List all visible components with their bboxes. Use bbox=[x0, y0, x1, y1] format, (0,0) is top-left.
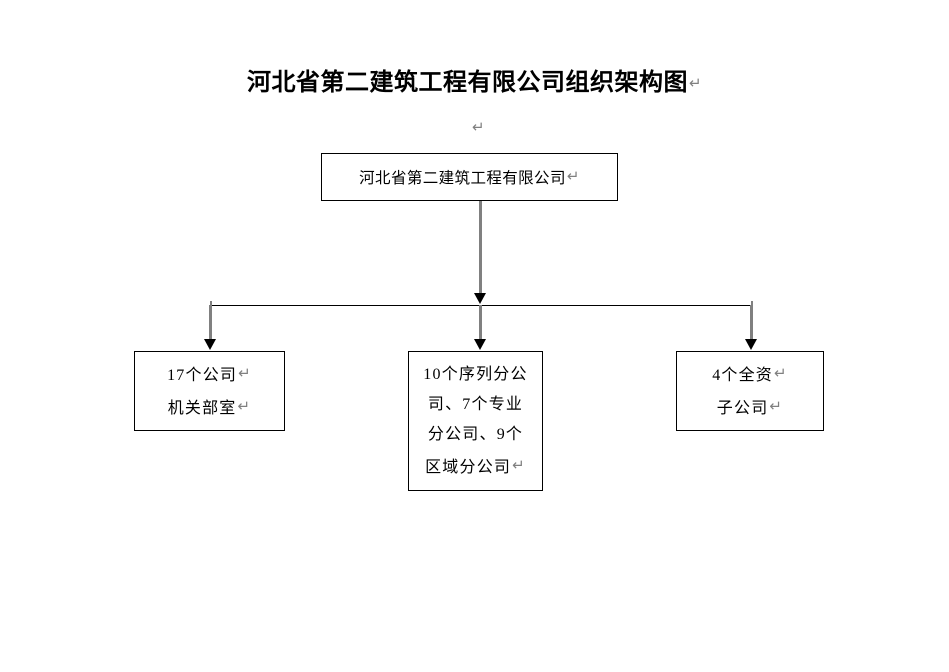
return-mark-icon: ↵ bbox=[512, 455, 526, 474]
connector-bus-to-dept-line bbox=[209, 305, 212, 341]
node-branch-line-3: 分公司、9个 bbox=[427, 425, 524, 443]
connector-bus-stub-left bbox=[209, 301, 212, 306]
node-branch-line-1: 10个序列分公 bbox=[423, 365, 528, 383]
connector-bus-to-branch-line bbox=[478, 305, 482, 341]
page-title-text: 河北省第二建筑工程有限公司组织架构图 bbox=[246, 69, 688, 96]
node-company-departments[interactable]: 17个公司↵ 机关部室↵ bbox=[134, 351, 285, 431]
page-title: 河北省第二建筑工程有限公司组织架构图↵ bbox=[0, 62, 949, 97]
node-root-company[interactable]: 河北省第二建筑工程有限公司↵ bbox=[321, 153, 618, 201]
standalone-return-mark-icon: ↵ bbox=[472, 118, 485, 136]
connector-bus-to-dept-arrow-icon bbox=[204, 339, 216, 350]
connector-root-to-bus-line bbox=[478, 201, 482, 294]
connector-bus-to-subsidiary-arrow-icon bbox=[745, 339, 757, 350]
node-wholly-owned-subsidiaries[interactable]: 4个全资↵ 子公司↵ bbox=[676, 351, 824, 431]
connector-root-to-bus-arrow-icon bbox=[473, 293, 486, 304]
node-dept-line-2: 机关部室↵ bbox=[167, 397, 252, 417]
return-mark-icon: ↵ bbox=[774, 364, 788, 382]
node-branch-companies[interactable]: 10个序列分公 司、7个专业 分公司、9个 区域分公司↵ bbox=[408, 351, 543, 491]
return-mark-icon: ↵ bbox=[688, 74, 703, 92]
node-dept-line-1: 17个公司↵ bbox=[167, 364, 252, 384]
node-subsidiary-line-1: 4个全资↵ bbox=[712, 364, 788, 384]
return-mark-icon: ↵ bbox=[769, 397, 784, 415]
return-mark-icon: ↵ bbox=[237, 397, 252, 415]
connector-bus-stub-right bbox=[750, 301, 753, 306]
connector-bus-to-branch-arrow-icon bbox=[473, 339, 486, 350]
node-root-line-1: 河北省第二建筑工程有限公司↵ bbox=[359, 167, 580, 187]
connector-bus-to-subsidiary-line bbox=[750, 305, 753, 341]
return-mark-icon: ↵ bbox=[566, 167, 580, 185]
node-subsidiary-line-2: 子公司↵ bbox=[716, 397, 784, 417]
node-branch-line-4: 区域分公司↵ bbox=[425, 455, 526, 476]
node-branch-line-2: 司、7个专业 bbox=[427, 395, 524, 413]
return-mark-icon: ↵ bbox=[238, 364, 252, 382]
